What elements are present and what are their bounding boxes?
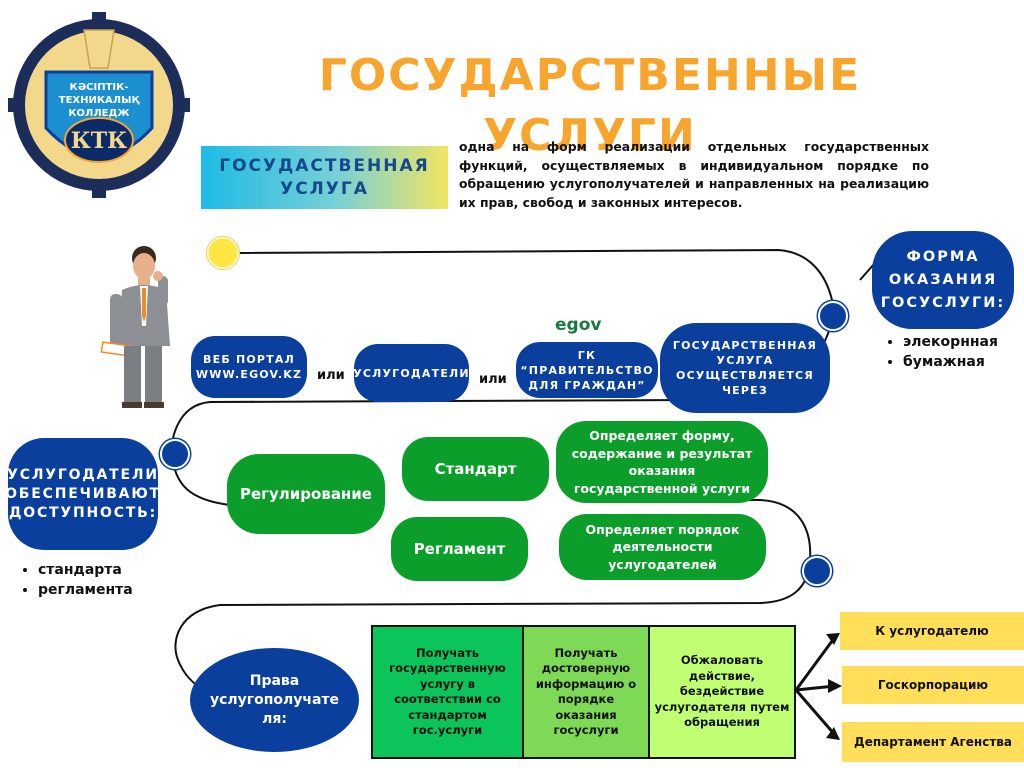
person-phone-icon xyxy=(100,246,180,410)
rights-cell: Обжаловать действие, бездействие услугод… xyxy=(650,625,796,759)
rights-cell: Получать достоверную информацию о порядк… xyxy=(524,625,650,759)
list-item: элекорнная xyxy=(903,334,1024,350)
channel-providers: УСЛУГОДАТЕЛИ xyxy=(353,344,469,402)
channel-web-portal: ВЕБ ПОРТАЛ WWW.EGOV.KZ xyxy=(191,336,307,398)
reglament-desc: Определяет порядок деятельности услугода… xyxy=(559,514,766,580)
or-label: или xyxy=(479,372,507,387)
target-department: Департамент Агенства xyxy=(842,722,1024,762)
egov-logo-icon: egov xyxy=(555,315,615,337)
access-heading: УСЛУГОДАТЕЛИ ОБЕСПЕЧИВАЮТ ДОСТУПНОСТЬ: xyxy=(5,438,159,550)
definition-term: ГОСУДАСТВЕННАЯ УСЛУГА xyxy=(201,146,448,209)
regulation-label: Регулирование xyxy=(227,454,385,534)
definition-text: одна на форм реализации отдельных госуда… xyxy=(459,139,929,210)
page-title: ГОСУДАРСТВЕННЫЕ УСЛУГИ xyxy=(318,50,862,161)
or-label: или xyxy=(317,368,345,383)
path-dot xyxy=(802,556,832,586)
list-item: стандарта xyxy=(38,562,188,578)
target-provider: К услугодателю xyxy=(840,612,1024,650)
egov-logo-text: egov xyxy=(555,315,602,335)
logo-monogram: КТК xyxy=(71,128,127,154)
rights-heading: Права услугополучате ля: xyxy=(190,648,359,752)
list-item: бумажная xyxy=(903,354,1024,370)
standard-label: Стандарт xyxy=(402,437,549,501)
target-goscorp: Госкорпорацию xyxy=(842,666,1024,704)
reglament-label: Регламент xyxy=(391,517,528,581)
logo-text-3: КОЛЛЕДЖ xyxy=(68,108,130,119)
logo-text-1: КӘСІПТІК- xyxy=(70,82,129,93)
list-item: регламента xyxy=(38,582,188,598)
forma-list: элекорнная бумажная xyxy=(885,334,1024,374)
channel-via: ГОСУДАРСТВЕННАЯ УСЛУГА ОСУЩЕСТВЛЯЕТСЯ ЧЕ… xyxy=(660,323,830,413)
forma-heading: ФОРМА ОКАЗАНИЯ ГОСУСЛУГИ: xyxy=(872,231,1014,329)
rights-cell: Получать государственную услугу в соотве… xyxy=(371,625,524,759)
rights-table: Получать государственную услугу в соотве… xyxy=(371,625,796,759)
standard-desc: Определяет форму, содержание и результат… xyxy=(556,421,768,503)
path-dot xyxy=(818,301,848,331)
path-dot xyxy=(160,439,190,469)
access-list: стандарта регламента xyxy=(20,562,188,602)
college-emblem-icon: КТК КӘСІПТІК- ТЕХНИКАЛЫҚ КОЛЛЕДЖ xyxy=(6,10,192,200)
channel-gk: ГК “ПРАВИТЕЛЬСТВО ДЛЯ ГРАЖДАН” xyxy=(516,342,658,398)
sun-dot-icon xyxy=(206,236,240,270)
logo-text-2: ТЕХНИКАЛЫҚ xyxy=(59,95,141,106)
